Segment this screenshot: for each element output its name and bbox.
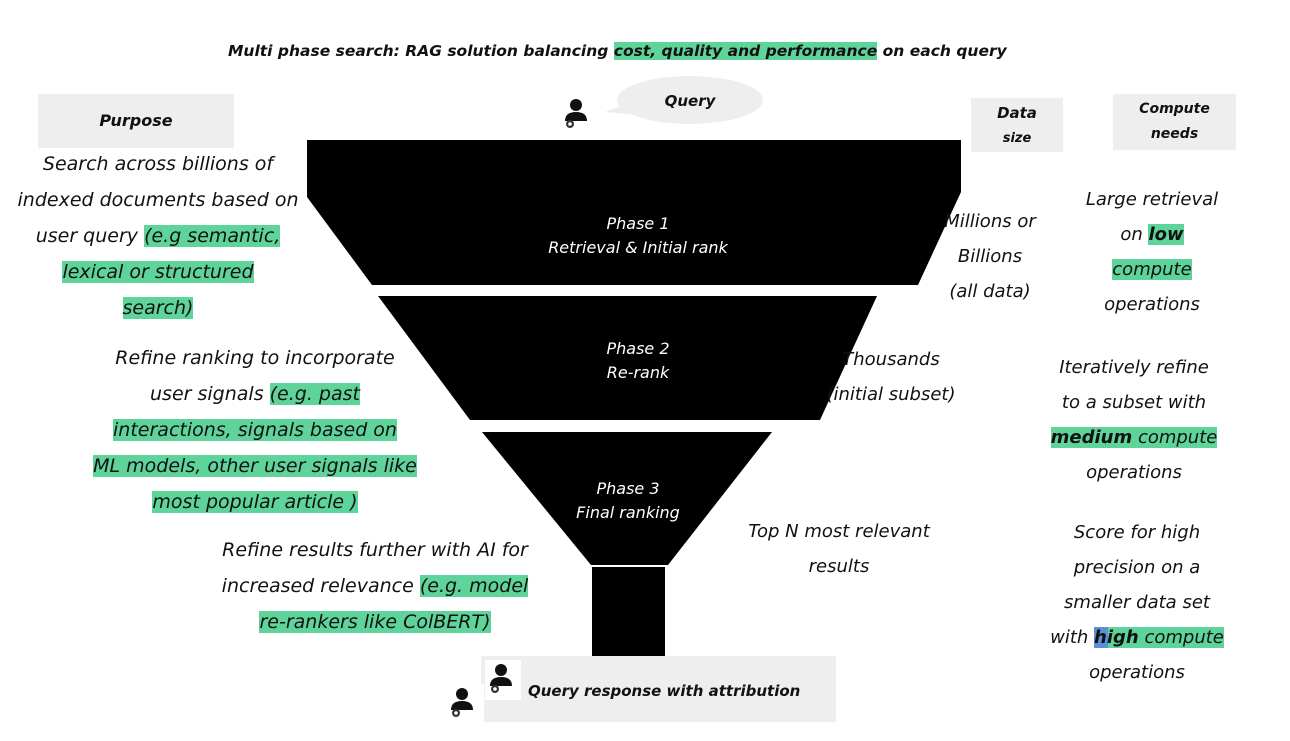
phase-3-label: Phase 3 Final ranking xyxy=(576,479,680,522)
title-pre: Multi phase search: RAG solution balanci… xyxy=(228,42,614,60)
title-post: on each query xyxy=(877,42,1007,60)
response-user-icon xyxy=(485,660,521,700)
funnel-stem xyxy=(592,567,665,660)
phase-2-block xyxy=(378,296,877,420)
query-label: Query xyxy=(664,92,716,110)
purpose-header: Purpose xyxy=(38,94,234,148)
compute-phase-2: Iteratively refine to a subset with medi… xyxy=(1050,357,1218,483)
purpose-phase-1: Search across billions of indexed docume… xyxy=(17,153,299,319)
purpose-phase-3: Refine results further with AI for incre… xyxy=(221,539,529,633)
compute-phase-1: Large retrieval on low compute operation… xyxy=(1085,189,1219,315)
data-size-phase-3: Top N most relevant results xyxy=(748,521,930,577)
response-label: Query response with attribution xyxy=(528,682,801,700)
phase-3-block xyxy=(482,432,772,565)
title-highlight: cost, quality and performance xyxy=(613,42,878,60)
user-icon xyxy=(560,96,596,132)
data-size-header: Data size xyxy=(971,98,1063,152)
purpose-phase-2: Refine ranking to incorporate user signa… xyxy=(93,347,417,513)
phase-1-label: Phase 1 Retrieval & Initial rank xyxy=(548,214,728,257)
compute-header: Compute needs xyxy=(1113,94,1236,150)
data-size-phase-2: Thousands (initial subset) xyxy=(826,349,956,405)
compute-phase-3: Score for high precision on a smaller da… xyxy=(1050,522,1224,683)
speech-bubble xyxy=(600,74,770,130)
user-icon xyxy=(446,684,484,724)
response-box xyxy=(481,656,836,722)
phase-1-block xyxy=(307,140,961,285)
phase-2-label: Phase 2 Re-rank xyxy=(606,339,670,382)
diagram-title: Multi phase search: RAG solution balanci… xyxy=(228,38,1007,64)
data-size-phase-1: Millions or Billions (all data) xyxy=(944,211,1036,302)
